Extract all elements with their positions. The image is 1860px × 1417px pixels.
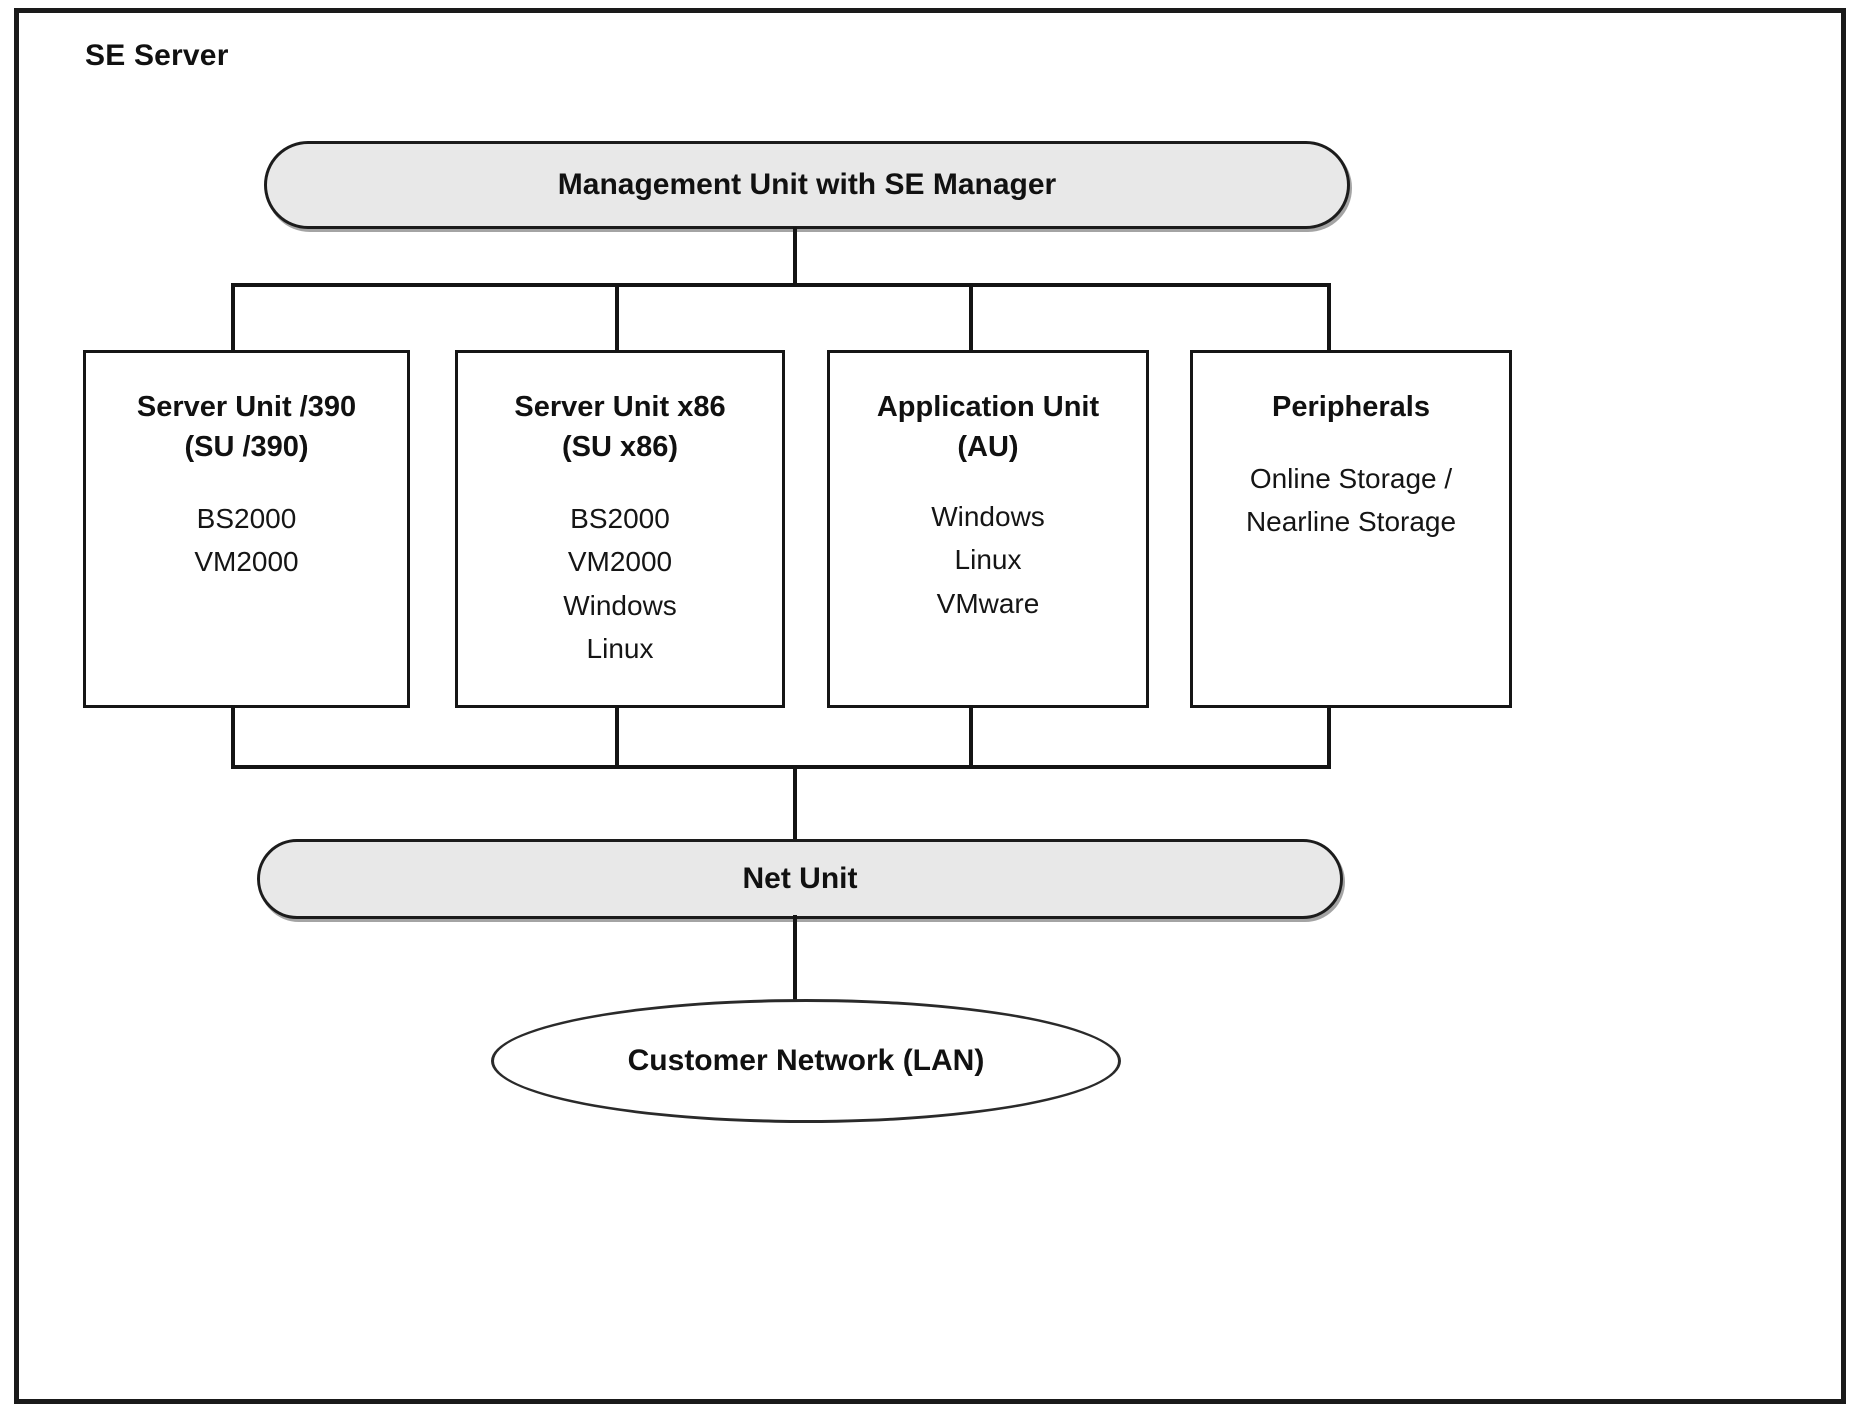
connector-lan-stem bbox=[793, 915, 797, 1007]
connector-riser-peripherals bbox=[1327, 705, 1331, 769]
unit-items: BS2000 VM2000 bbox=[194, 503, 299, 578]
unit-items: Windows Linux VMware bbox=[931, 501, 1045, 619]
unit-items: BS2000 VM2000 Windows Linux bbox=[563, 503, 677, 665]
connector-drop-su390 bbox=[231, 283, 235, 353]
unit-box-server-unit-390[interactable]: Server Unit /390 (SU /390) BS2000 VM2000 bbox=[83, 350, 410, 708]
unit-items: Online Storage / Nearline Storage bbox=[1245, 463, 1457, 538]
net-unit-node[interactable]: Net Unit bbox=[257, 839, 1343, 919]
connector-lower-bus bbox=[231, 765, 1331, 769]
connector-upper-bus bbox=[231, 283, 1331, 287]
se-server-frame: SE Server Management Unit with SE Manage… bbox=[14, 8, 1846, 1404]
connector-riser-sux86 bbox=[615, 705, 619, 769]
management-unit-node[interactable]: Management Unit with SE Manager bbox=[264, 141, 1350, 229]
connector-netunit-stem bbox=[793, 765, 797, 841]
unit-title: Server Unit x86 (SU x86) bbox=[514, 391, 726, 464]
unit-box-peripherals[interactable]: Peripherals Online Storage / Nearline St… bbox=[1190, 350, 1512, 708]
unit-title: Peripherals bbox=[1272, 391, 1430, 423]
se-server-label: SE Server bbox=[85, 39, 229, 72]
customer-network-label: Customer Network (LAN) bbox=[627, 1044, 985, 1077]
unit-box-server-unit-x86[interactable]: Server Unit x86 (SU x86) BS2000 VM2000 W… bbox=[455, 350, 785, 708]
connector-drop-au bbox=[969, 283, 973, 353]
net-unit-label: Net Unit bbox=[742, 862, 858, 895]
unit-title: Application Unit (AU) bbox=[876, 391, 1100, 464]
connector-mu-stem bbox=[793, 227, 797, 287]
unit-box-application-unit[interactable]: Application Unit (AU) Windows Linux VMwa… bbox=[827, 350, 1149, 708]
connector-riser-au bbox=[969, 705, 973, 769]
customer-network-node[interactable]: Customer Network (LAN) bbox=[491, 999, 1121, 1123]
connector-riser-su390 bbox=[231, 705, 235, 769]
management-unit-label: Management Unit with SE Manager bbox=[557, 168, 1057, 201]
connector-drop-peripherals bbox=[1327, 283, 1331, 353]
connector-drop-sux86 bbox=[615, 283, 619, 353]
unit-title: Server Unit /390 (SU /390) bbox=[136, 391, 357, 464]
